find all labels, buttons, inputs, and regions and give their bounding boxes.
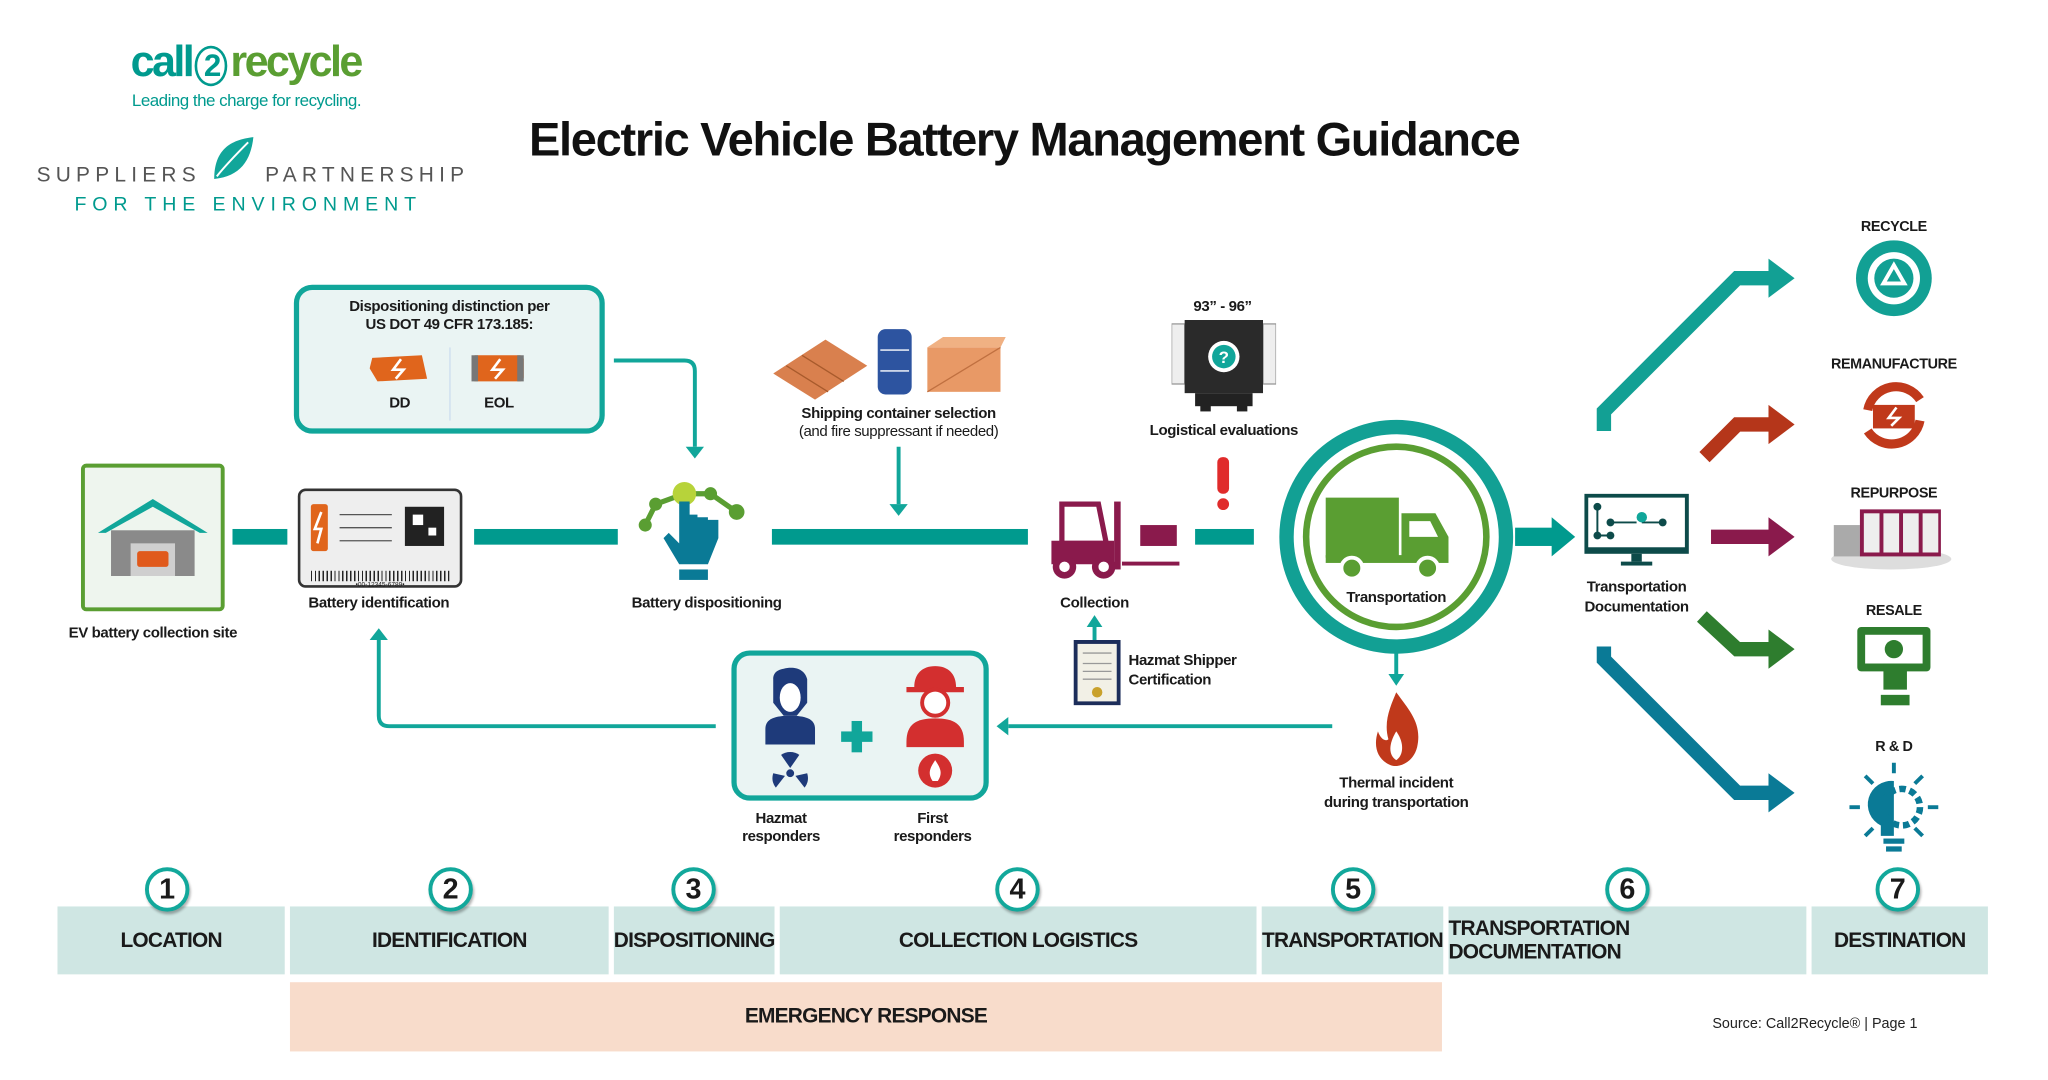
stage-location: LOCATION xyxy=(57,906,285,975)
shipping-containers-icon xyxy=(773,329,1006,400)
first-responders-line1: First xyxy=(917,811,948,827)
damaged-battery-icon xyxy=(369,355,428,382)
responders-box xyxy=(731,650,989,801)
stage-transportation-documentation: TRANSPORTATION DOCUMENTATION xyxy=(1448,906,1807,975)
transportation-label: Transportation xyxy=(1346,590,1447,607)
transportation-circle xyxy=(1279,419,1514,654)
first-responders-line2: responders xyxy=(893,829,972,846)
step-number-badge: 5 xyxy=(1330,867,1376,912)
distinction-title-line1: Dispositioning distinction per xyxy=(349,299,550,315)
dispositioning-distinction-box: Dispositioning distinction per US DOT 49… xyxy=(293,284,605,434)
step-number-badge: 4 xyxy=(995,867,1040,912)
shipping-label-line1: Shipping container selection xyxy=(801,406,996,422)
thermal-line1: Thermal incident xyxy=(1339,775,1454,792)
touch-hand-icon xyxy=(638,481,745,580)
end-of-life-battery-icon xyxy=(471,355,524,382)
spe-logo-text: FOR THE ENVIRONMENT xyxy=(74,193,422,216)
spe-logo-text: SUPPLIERS xyxy=(36,164,201,187)
eol-label: EOL xyxy=(484,395,514,412)
destination-recycle-label: RECYCLE xyxy=(1860,219,1927,236)
step-number-badge: 7 xyxy=(1875,867,1920,912)
destination-resale-label: RESALE xyxy=(1865,603,1922,620)
dd-label: DD xyxy=(389,395,411,412)
firefighter-icon xyxy=(906,666,964,788)
step-number-badge: 6 xyxy=(1605,867,1650,912)
spe-logo-text: PARTNERSHIP xyxy=(265,164,470,187)
battery-dispositioning-label: Battery dispositioning xyxy=(631,595,782,612)
radiation-icon xyxy=(772,751,808,788)
destination-remanufacture-label: REMANUFACTURE xyxy=(1830,356,1957,373)
lightbulb-gear-icon xyxy=(1849,762,1939,852)
battery-label-icon: •00-12345-6789• xyxy=(297,488,463,590)
transport-doc-line2: Documentation xyxy=(1584,599,1689,616)
repurpose-icon xyxy=(1831,509,1952,570)
remanufacture-icon xyxy=(1863,382,1925,449)
collection-label: Collection xyxy=(1060,595,1129,612)
stage-destination: DESTINATION xyxy=(1811,906,1988,975)
resale-icon xyxy=(1857,626,1931,706)
page-title: Electric Vehicle Battery Management Guid… xyxy=(528,112,1521,166)
cert-line2: Certification xyxy=(1128,672,1212,689)
hazmat-responder-icon xyxy=(765,667,816,788)
delivery-truck-icon xyxy=(1325,497,1449,581)
shipping-label-line2: (and fire suppressant if needed) xyxy=(798,424,999,441)
forklift-icon xyxy=(1051,501,1180,579)
step-number-badge: 2 xyxy=(428,867,473,912)
logistical-evaluations-label: Logistical evaluations xyxy=(1149,423,1299,439)
warehouse-icon xyxy=(80,463,225,612)
logo-text: 2 xyxy=(194,45,228,87)
trailer-dimension: 93” - 96” xyxy=(1193,299,1252,315)
truck-trailer-icon: ? xyxy=(1171,319,1277,412)
destination-rnd-label: R & D xyxy=(1875,739,1913,755)
distinction-title-line2: US DOT 49 CFR 173.185: xyxy=(365,317,534,334)
stage-dispositioning: DISPOSITIONING xyxy=(614,906,775,975)
step-number-badge: 3 xyxy=(671,867,716,912)
svg-text:?: ? xyxy=(1219,348,1229,367)
stage-transportation: TRANSPORTATION xyxy=(1261,906,1444,975)
hazmat-responders-line1: Hazmat xyxy=(755,811,807,827)
stage-identification: IDENTIFICATION xyxy=(289,906,609,975)
monitor-route-icon xyxy=(1584,493,1689,566)
transport-doc-line1: Transportation xyxy=(1586,579,1687,596)
logo-text: call xyxy=(130,36,195,85)
certificate-icon xyxy=(1073,639,1121,706)
emergency-response-band: EMERGENCY RESPONSE xyxy=(289,982,1442,1052)
cert-line1: Hazmat Shipper xyxy=(1128,653,1237,669)
warning-icon xyxy=(1217,457,1230,494)
source-note: Source: Call2Recycle® | Page 1 xyxy=(1712,1016,1918,1032)
fire-icon xyxy=(1375,692,1419,767)
recycle-icon xyxy=(1855,240,1932,317)
destination-repurpose-label: REPURPOSE xyxy=(1850,485,1938,502)
plus-icon xyxy=(841,720,873,753)
collection-site-label: EV battery collection site xyxy=(68,625,238,642)
barcode-number: •00-12345-6789• xyxy=(355,581,405,590)
stage-collection-logistics: COLLECTION LOGISTICS xyxy=(779,906,1257,975)
thermal-line2: during transportation xyxy=(1323,795,1469,812)
leaf-icon xyxy=(214,137,254,179)
step-number-badge: 1 xyxy=(144,867,190,912)
logo-tagline: Leading the charge for recycling. xyxy=(131,90,362,110)
battery-identification-label: Battery identification xyxy=(308,595,450,612)
hazmat-responders-line2: responders xyxy=(742,829,821,846)
logo-text: recycle xyxy=(230,36,363,85)
